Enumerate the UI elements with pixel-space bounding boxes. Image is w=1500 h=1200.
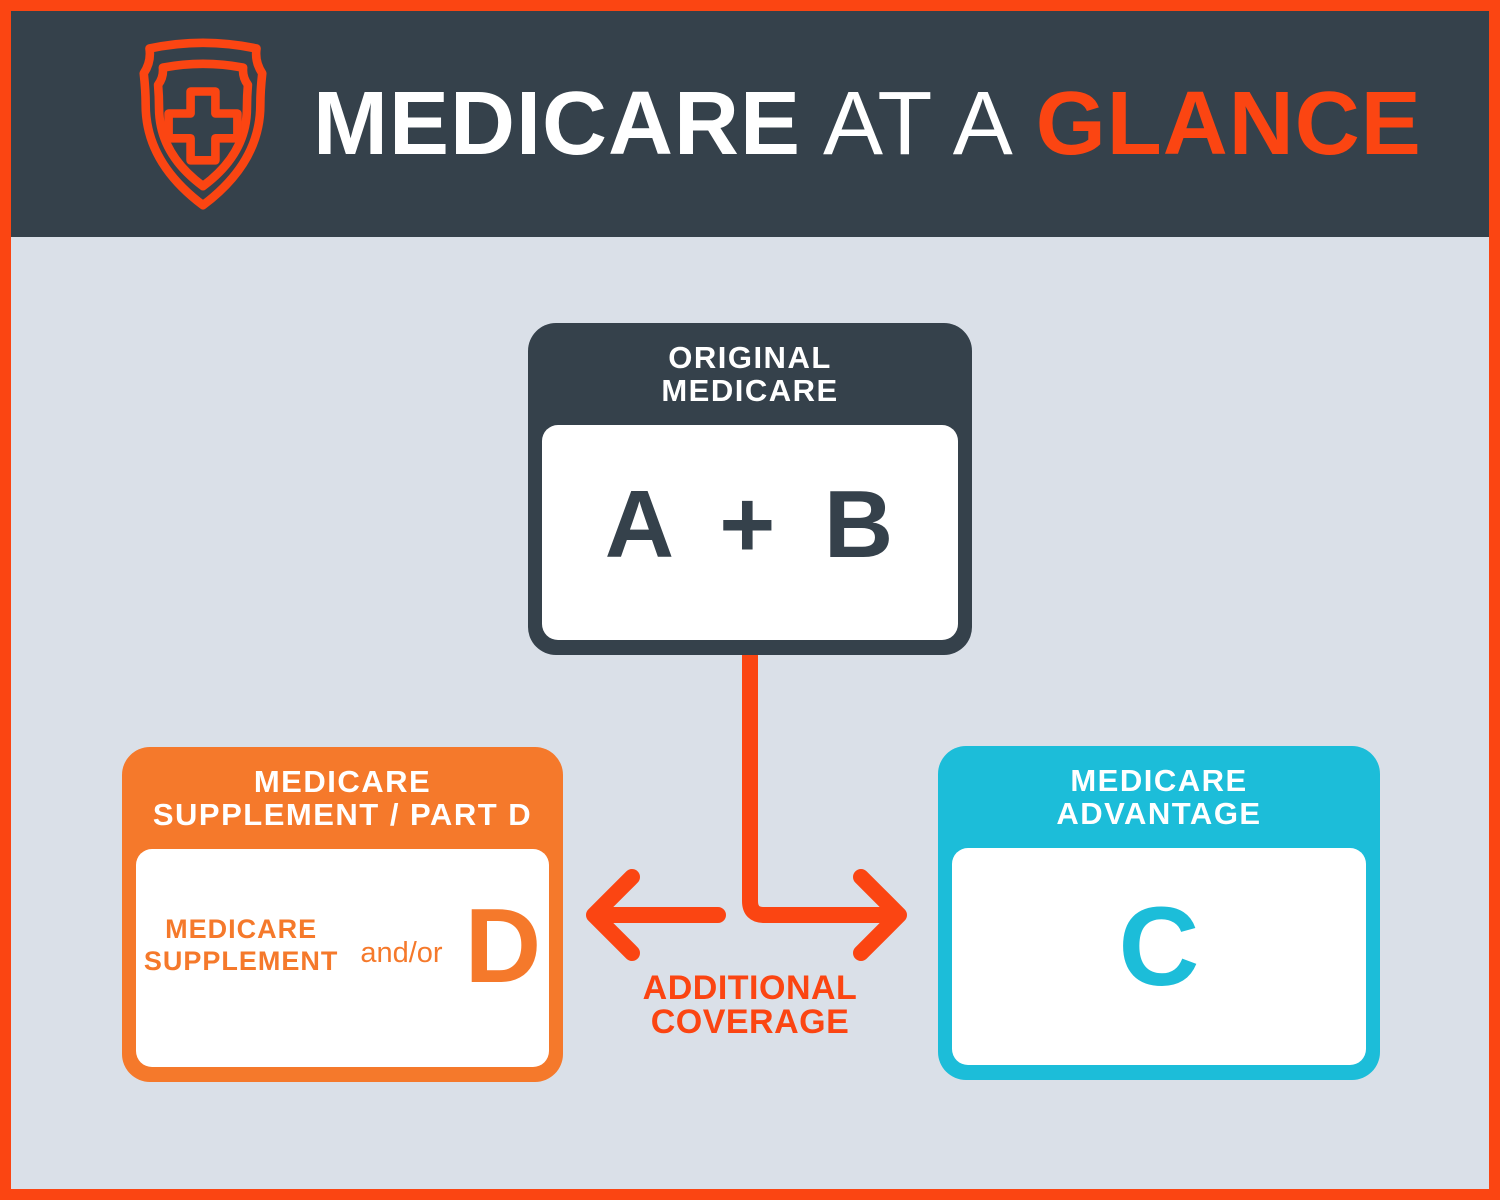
medicare-supplement-header: MEDICARE SUPPLEMENT / PART D — [122, 747, 563, 849]
additional-coverage-line: COVERAGE — [650, 1003, 850, 1041]
title-medicare: MEDICARE — [313, 73, 802, 174]
additional-coverage-line: ADDITIONAL — [642, 969, 858, 1007]
card-header-line: SUPPLEMENT / PART D — [152, 797, 533, 832]
down-right-arrow — [742, 642, 907, 961]
supplement-label-line: SUPPLEMENT — [143, 946, 339, 976]
supplement-content-row: MEDICARE SUPPLEMENT and/or D — [144, 893, 541, 1023]
card-header-line: MEDICARE — [253, 763, 432, 799]
original-medicare-header: ORIGINAL MEDICARE — [528, 323, 972, 425]
card-header-line: MEDICARE — [1070, 762, 1248, 798]
card-header-line: ADVANTAGE — [1056, 796, 1262, 831]
parts-a-plus-b-text: A + B — [604, 470, 896, 578]
supplement-label-line: MEDICARE — [165, 914, 318, 945]
medicare-supplement-card: MEDICARE SUPPLEMENT / PART D MEDICARE SU… — [122, 747, 563, 1082]
card-header-line: MEDICARE — [661, 373, 839, 408]
part-d-letter: D — [464, 887, 542, 1005]
left-arrow — [586, 869, 726, 961]
part-c-letter: C — [1118, 883, 1200, 1009]
medicare-advantage-header: MEDICARE ADVANTAGE — [938, 746, 1380, 848]
medicare-supplement-body: MEDICARE SUPPLEMENT and/or D — [136, 849, 549, 1067]
original-medicare-body: A + B — [542, 425, 958, 640]
shield-cross-icon — [139, 38, 267, 210]
title-at-a: AT A — [823, 73, 1014, 174]
medicare-supplement-label: MEDICARE SUPPLEMENT — [144, 914, 339, 977]
original-medicare-card: ORIGINAL MEDICARE A + B — [528, 323, 972, 655]
title-glance: GLANCE — [1035, 73, 1422, 174]
additional-coverage-label: ADDITIONAL COVERAGE — [575, 971, 925, 1039]
medicare-advantage-body: C — [952, 848, 1366, 1065]
andor-text: and/or — [360, 936, 443, 969]
medicare-advantage-card: MEDICARE ADVANTAGE C — [938, 746, 1380, 1080]
card-header-line: ORIGINAL — [668, 339, 832, 375]
